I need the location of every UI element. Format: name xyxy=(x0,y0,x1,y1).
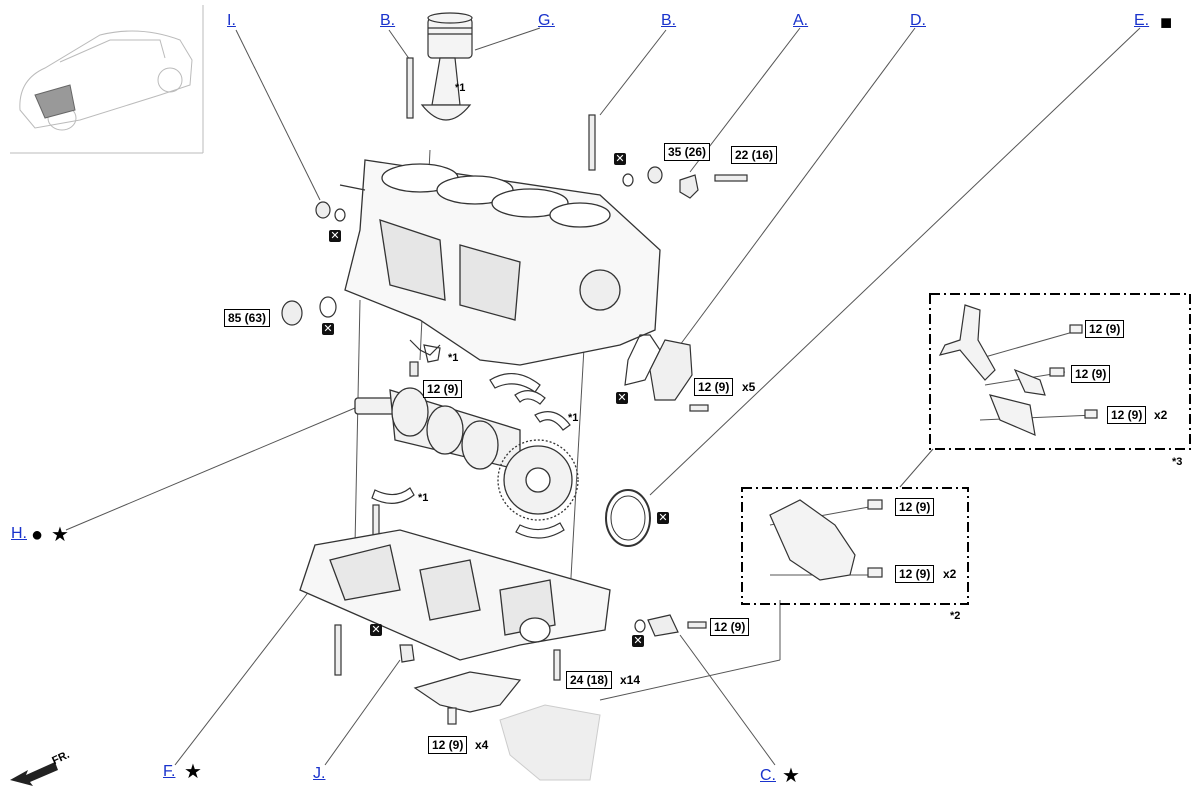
torque-12-9-inset3-b: 12 (9) xyxy=(1071,365,1111,383)
quantity-x5: x5 xyxy=(742,380,756,394)
inset-2-parts xyxy=(769,499,883,581)
star-symbol: ★ xyxy=(51,524,69,546)
torque-12-9-sensor: 12 (9) xyxy=(710,618,750,636)
inset-2-frame xyxy=(741,487,969,605)
front-arrow-icon xyxy=(10,762,58,786)
vehicle-locator-thumbnail xyxy=(10,5,204,154)
callout-a[interactable]: A. xyxy=(793,12,809,29)
block-plugs-and-gaskets xyxy=(281,166,748,326)
oil-baffle-plate xyxy=(413,671,522,725)
cylinder-block xyxy=(339,159,661,366)
callout-d[interactable]: D. xyxy=(910,12,926,29)
torque-12-9-baffle: 12 (9) xyxy=(428,736,468,754)
note-2: *2 xyxy=(950,610,961,622)
torque-12-9-cover: 12 (9) xyxy=(694,378,734,396)
inset-3-frame xyxy=(929,293,1191,450)
torque-12-9-inset3-a: 12 (9) xyxy=(1085,320,1125,338)
note-1-piston: *1 xyxy=(455,82,466,94)
oil-seal-retainer-and-gasket xyxy=(624,334,709,412)
torque-35-26: 35 (26) xyxy=(664,143,711,161)
rear-oil-seal xyxy=(605,489,651,547)
crankshaft-bearings xyxy=(371,344,571,539)
quantity-x4: x4 xyxy=(475,738,489,752)
no-reuse-icon: ✕ xyxy=(614,153,626,165)
crankcase-lower-block xyxy=(299,529,611,661)
note-1-lower: *1 xyxy=(418,492,429,504)
quantity-x14: x14 xyxy=(620,673,641,687)
torque-12-9-inset3-c: 12 (9) xyxy=(1107,406,1147,424)
crankshaft xyxy=(354,387,579,521)
oil-pump-outline xyxy=(499,704,601,781)
no-reuse-icon: ✕ xyxy=(329,230,341,242)
callout-h[interactable]: H. xyxy=(11,525,27,542)
torque-24-18: 24 (18) xyxy=(566,671,613,689)
note-1-thrust: *1 xyxy=(568,412,579,424)
inset-3-parts xyxy=(938,304,1098,436)
no-reuse-icon: ✕ xyxy=(616,392,628,404)
no-reuse-icon: ✕ xyxy=(632,635,644,647)
note-3: *3 xyxy=(1172,456,1183,468)
piston-and-connecting-rod xyxy=(420,12,473,121)
no-reuse-icon: ✕ xyxy=(657,512,669,524)
callout-j[interactable]: J. xyxy=(313,765,326,782)
no-reuse-icon: ✕ xyxy=(370,624,382,636)
callout-g[interactable]: G. xyxy=(538,12,555,29)
quantity-x2-inset2: x2 xyxy=(943,567,957,581)
callout-b-left[interactable]: B. xyxy=(380,12,396,29)
torque-85-63: 85 (63) xyxy=(224,309,271,327)
square-symbol: ■ xyxy=(1160,12,1173,34)
callout-c[interactable]: C. xyxy=(760,767,776,784)
quantity-x2-inset3: x2 xyxy=(1154,408,1168,422)
star-symbol: ★ xyxy=(184,761,202,783)
torque-12-9-inset2-a: 12 (9) xyxy=(895,498,935,516)
no-reuse-icon: ✕ xyxy=(322,323,334,335)
callout-i[interactable]: I. xyxy=(227,12,236,29)
torque-12-9-inset2-b: 12 (9) xyxy=(895,565,935,583)
star-symbol: ★ xyxy=(782,765,800,787)
callout-b-right[interactable]: B. xyxy=(661,12,677,29)
leader-lines xyxy=(65,27,1141,766)
callout-f[interactable]: F. xyxy=(163,763,176,780)
circle-symbol: ● xyxy=(31,524,44,546)
note-1-bearing: *1 xyxy=(448,352,459,364)
callout-e[interactable]: E. xyxy=(1134,12,1150,29)
sensors-and-small-parts xyxy=(399,339,707,663)
torque-12-9-crank: 12 (9) xyxy=(423,380,463,398)
torque-22-16: 22 (16) xyxy=(731,146,778,164)
